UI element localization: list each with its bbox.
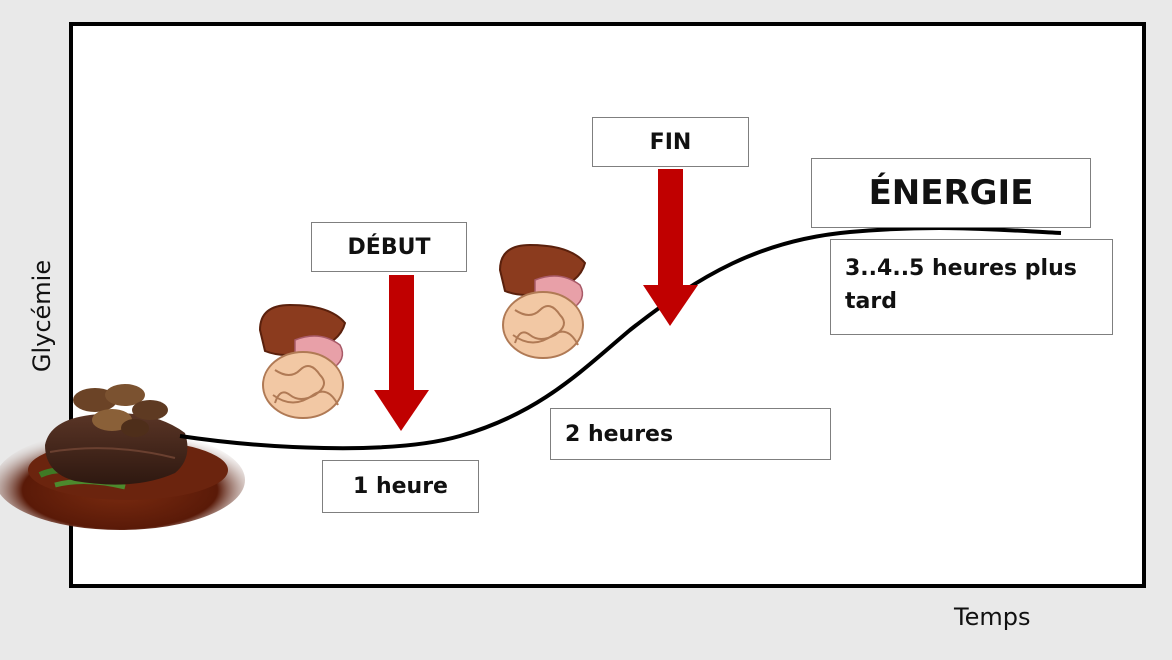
energie-label: ÉNERGIE (811, 158, 1091, 228)
steak-plate-icon (0, 384, 245, 530)
digestive-system-icon (498, 243, 587, 359)
y-axis-label: Glycémie (28, 259, 56, 373)
fin-label: FIN (592, 117, 749, 167)
glycemia-curve (179, 226, 1062, 451)
red-down-arrow-icon (643, 169, 698, 326)
two-hours-label: 2 heures (550, 408, 831, 460)
red-down-arrow-icon (374, 275, 429, 431)
digestive-system-icon (258, 303, 347, 419)
debut-label: DÉBUT (311, 222, 467, 272)
one-hour-label: 1 heure (322, 460, 479, 513)
three-to-five-hours-label: 3..4..5 heures plus tard (830, 239, 1113, 335)
x-axis-label: Temps (954, 603, 1031, 631)
